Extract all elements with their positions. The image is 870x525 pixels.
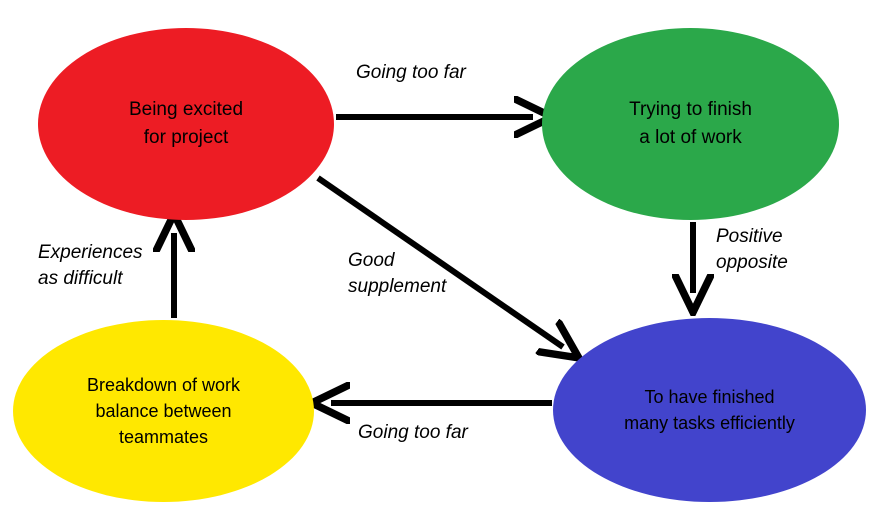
node-label: To have finished many tasks efficiently [624,386,795,433]
edge-label-green-to-blue: Positive opposite [716,226,788,273]
edge-label-red-to-green: Going too far [356,62,466,83]
node-finished-many-tasks[interactable]: To have finished many tasks efficiently [553,318,866,502]
node-label: Trying to finish a lot of work [629,99,752,148]
node-label: Breakdown of work balance between teamma… [86,374,241,448]
node-label: Being excited for project [128,99,244,148]
edge-label-red-to-blue: Good supplement [348,250,447,297]
node-breakdown-of-work-balance[interactable]: Breakdown of work balance between teamma… [13,320,314,502]
edge-label-yellow-to-red: Experiences as difficult [38,242,143,289]
node-trying-to-finish[interactable]: Trying to finish a lot of work [542,28,839,220]
node-being-excited[interactable]: Being excited for project [38,28,334,220]
edge-label-blue-to-yellow: Going too far [358,422,468,443]
